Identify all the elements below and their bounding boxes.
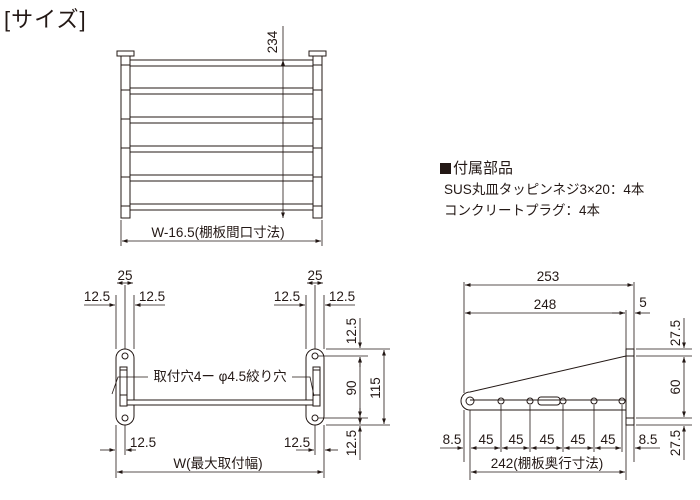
rear-dim-25-right: 25 xyxy=(307,268,322,283)
rear-dim-25-left: 25 xyxy=(117,268,132,283)
side-dim-275-top: 27.5 xyxy=(668,320,683,346)
rear-view xyxy=(84,281,390,478)
front-width-dim: W-16.5(棚板間口寸法) xyxy=(151,225,284,240)
rear-dim-125-top-v: 12.5 xyxy=(344,318,359,344)
side-depth-dim: 242(棚板奥行寸法) xyxy=(491,455,604,471)
accessory-item-plug: コンクリートプラグ：4本 xyxy=(444,203,601,218)
front-right-cap xyxy=(308,50,327,57)
square-bullet-icon xyxy=(440,163,451,174)
side-slot xyxy=(537,396,561,406)
rear-dim-125-bl: 12.5 xyxy=(130,435,156,450)
side-dim-85-left: 8.5 xyxy=(443,432,462,447)
page-title: [サイズ] xyxy=(4,7,87,32)
rear-dim-125-tr-b: 12.5 xyxy=(329,289,355,304)
rear-dim-90: 90 xyxy=(344,380,359,395)
side-dim-45-1: 45 xyxy=(478,432,493,447)
front-bar-5 xyxy=(129,174,314,182)
side-dim-45-2: 45 xyxy=(508,432,523,447)
rear-crossbar xyxy=(126,399,314,406)
front-bar-6 xyxy=(129,203,314,211)
accessories-block: 付属部品 SUS丸皿タッピンネジ3×20：4本 コンクリートプラグ：4本 xyxy=(440,158,644,221)
rear-dim-125-tl-a: 12.5 xyxy=(84,289,110,304)
side-dim-85-right: 8.5 xyxy=(639,432,658,447)
side-dim-253: 253 xyxy=(537,269,560,284)
rear-dim-125-tr-a: 12.5 xyxy=(274,289,300,304)
rear-width-dim: W(最大取付幅) xyxy=(173,456,262,471)
mounting-hole-label: 取付穴4ー φ4.5絞り穴 xyxy=(153,369,286,384)
side-dim-248: 248 xyxy=(534,297,557,312)
front-bar-3 xyxy=(129,116,314,124)
side-view xyxy=(440,282,692,480)
accessories-heading-text: 付属部品 xyxy=(453,160,514,177)
rear-dim-125-bottom-v: 12.5 xyxy=(344,430,359,456)
rear-dim-115: 115 xyxy=(368,377,383,399)
rear-dim-125-tl-b: 12.5 xyxy=(139,289,165,304)
side-dim-5: 5 xyxy=(639,295,647,310)
side-dim-45-4: 45 xyxy=(570,432,585,447)
front-view xyxy=(116,26,327,246)
side-dim-275-bottom: 27.5 xyxy=(668,430,683,456)
side-wall-plate xyxy=(625,348,635,426)
front-left-cap xyxy=(116,50,135,57)
front-left-post xyxy=(120,55,131,219)
accessories-heading: 付属部品 xyxy=(440,158,644,179)
rear-dim-125-br: 12.5 xyxy=(284,435,310,450)
front-bar-2 xyxy=(129,87,314,95)
front-bar-1 xyxy=(129,59,314,67)
side-dim-45-3: 45 xyxy=(539,432,554,447)
front-height-dim: 234 xyxy=(265,30,280,53)
side-arm xyxy=(460,355,627,411)
side-dim-45-5: 45 xyxy=(600,432,615,447)
front-bar-4 xyxy=(129,145,314,153)
side-dim-60: 60 xyxy=(668,379,683,394)
front-right-post xyxy=(312,55,323,219)
accessory-item-screw: SUS丸皿タッピンネジ3×20：4本 xyxy=(444,182,645,197)
